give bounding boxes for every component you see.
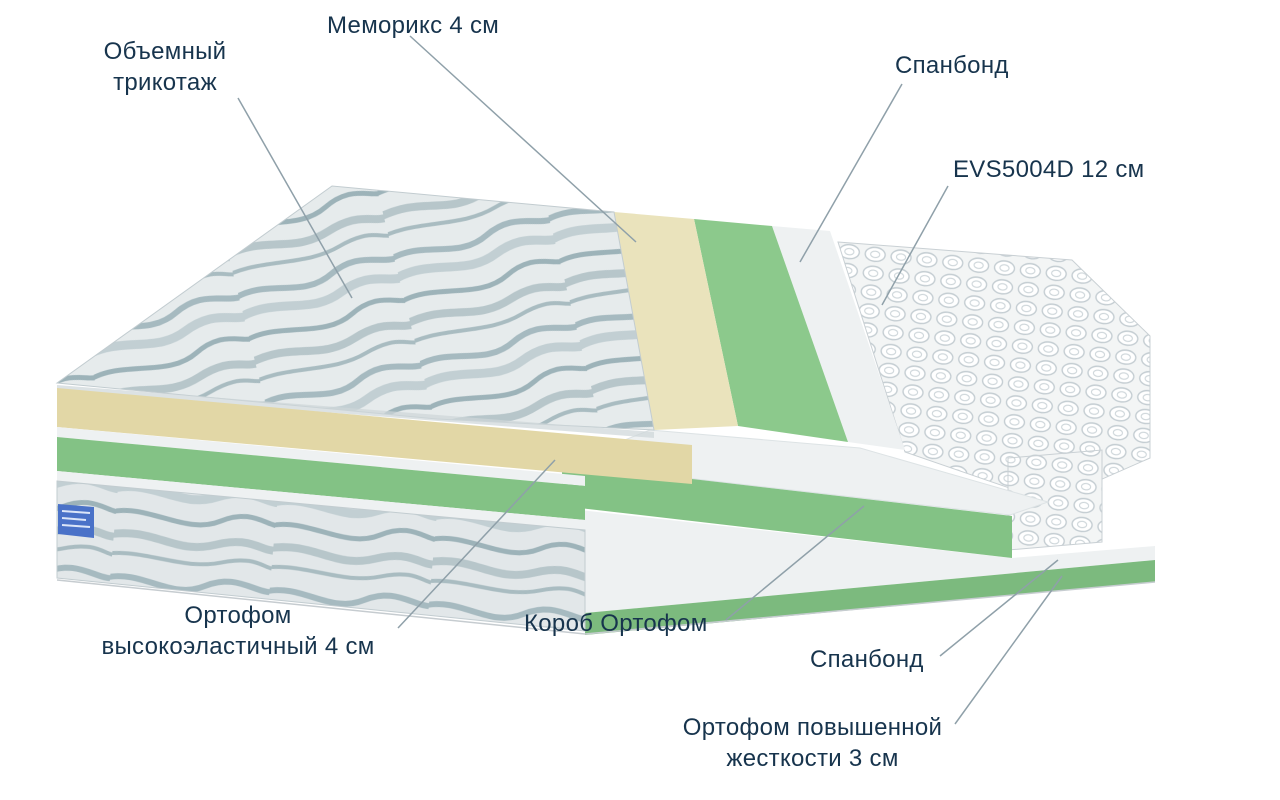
knit-edge bbox=[57, 385, 654, 438]
label-spunbond-bottom: Спанбонд bbox=[810, 646, 924, 673]
leader-line-orthofoam-rigid bbox=[954, 575, 1063, 725]
orthofoam-box-top-band bbox=[694, 219, 848, 442]
leader-line-spunbond-bottom bbox=[939, 559, 1059, 657]
orthofoam-rigid-layer bbox=[585, 560, 1155, 635]
label-orthofoam-elastic: Ортофом высокоэластичный 4 см bbox=[101, 602, 375, 661]
label-memorix: Меморикс 4 см bbox=[327, 12, 500, 39]
leader-line-knit bbox=[237, 97, 353, 299]
spunbond-sliver-1 bbox=[57, 427, 585, 486]
leader-line-memorix bbox=[409, 35, 637, 243]
spunbond-sliver-2 bbox=[57, 471, 585, 530]
orthofoam-box-front bbox=[562, 464, 1012, 558]
mattress-base-edge bbox=[56, 579, 1156, 635]
memorix-top-band bbox=[614, 212, 738, 430]
orthofoam-elastic-front bbox=[57, 437, 585, 520]
brand-tag-text-line bbox=[61, 510, 91, 514]
label-orthofoam-box: Короб Ортофом bbox=[524, 610, 708, 637]
brand-tag-text-line bbox=[61, 517, 87, 521]
spunbond-top-band bbox=[772, 226, 905, 450]
knit-top-face bbox=[55, 185, 655, 431]
leader-line-springs bbox=[881, 185, 949, 306]
brand-tag bbox=[58, 504, 94, 538]
spring-block bbox=[837, 241, 1151, 503]
leader-line-orthofoam-box bbox=[725, 505, 865, 621]
label-orthofoam-rigid: Ортофом повышенной жесткости 3 см bbox=[682, 714, 943, 773]
leader-line-spunbond-top bbox=[799, 83, 903, 263]
mattress-side-fabric bbox=[56, 480, 586, 632]
leader-line-orthofoam-elastic bbox=[397, 459, 556, 629]
label-spunbond-top: Спанбонд bbox=[895, 52, 1009, 79]
label-springs: EVS5004D 12 см bbox=[953, 156, 1145, 183]
label-knit: Объемный трикотаж bbox=[103, 38, 227, 97]
memorix-front-face bbox=[57, 388, 692, 484]
spunbond-bottom-sheet bbox=[562, 508, 1155, 613]
brand-tag-text-line bbox=[61, 524, 91, 528]
